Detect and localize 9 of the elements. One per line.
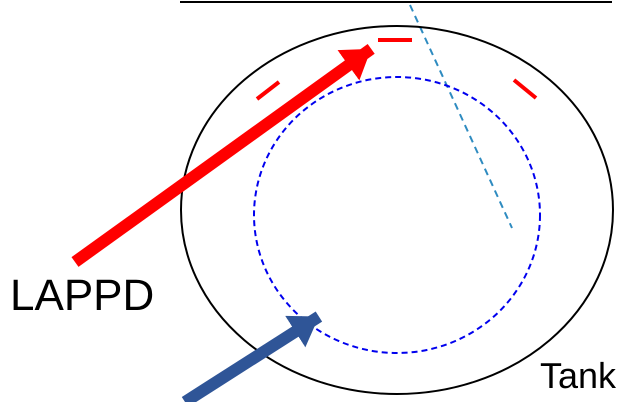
arrow <box>182 311 322 402</box>
detector-bar <box>378 36 412 44</box>
dashed-circle <box>253 76 541 354</box>
callout-text: LAPPD <box>10 262 165 322</box>
arrow <box>72 44 375 267</box>
detector-bar <box>512 78 538 100</box>
tank-ellipse <box>180 25 614 395</box>
detector-bar <box>255 80 281 102</box>
tank-label: Tank <box>540 355 616 397</box>
